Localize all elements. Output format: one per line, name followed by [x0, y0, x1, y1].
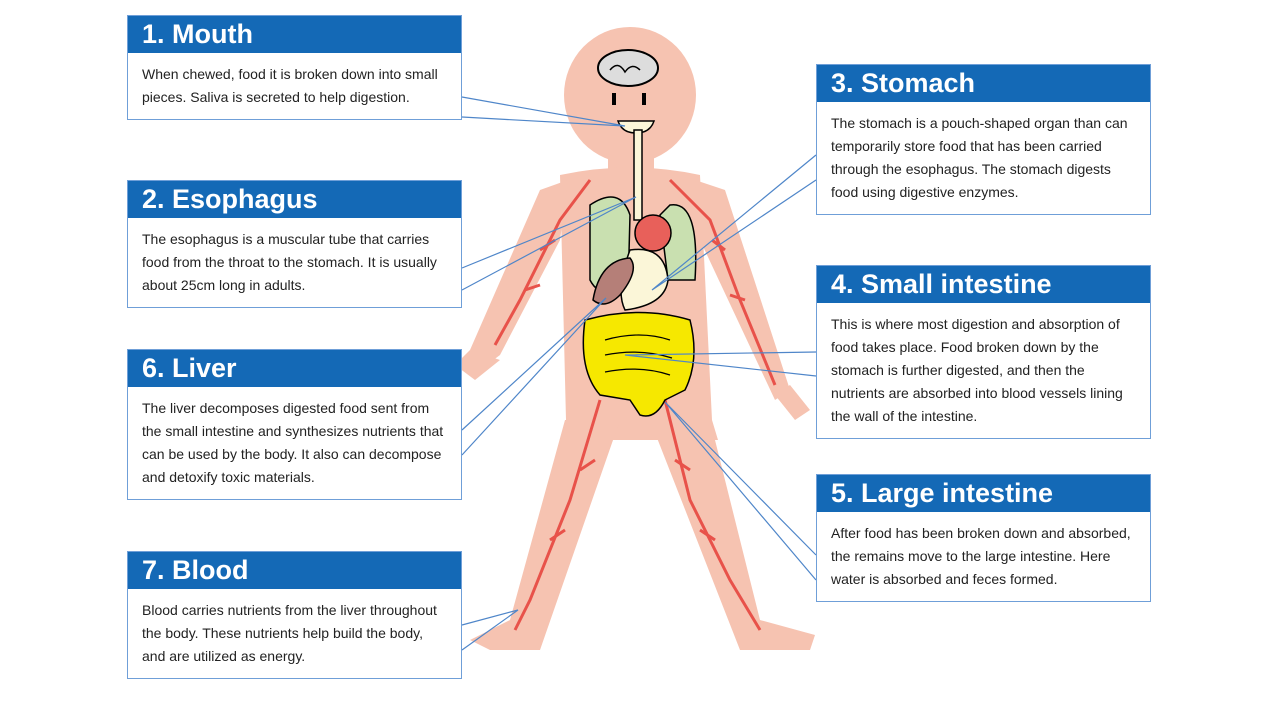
- esophagus-info-box: 2. Esophagus The esophagus is a muscular…: [127, 180, 462, 308]
- small-intestine-info-box: 4. Small intestine This is where most di…: [816, 265, 1151, 439]
- heart: [634, 214, 672, 252]
- box-title: 4. Small intestine: [817, 266, 1150, 303]
- large-intestine-info-box: 5. Large intestine After food has been b…: [816, 474, 1151, 602]
- box-text: After food has been broken down and abso…: [831, 525, 1131, 587]
- liver: [592, 257, 635, 305]
- box-text: Blood carries nutrients from the liver t…: [142, 602, 437, 664]
- box-text: The liver decomposes digested food sent …: [142, 400, 444, 485]
- stomach-info-box: 3. Stomach The stomach is a pouch-shaped…: [816, 64, 1151, 215]
- box-title: 1. Mouth: [128, 16, 461, 53]
- box-text: When chewed, food it is broken down into…: [142, 66, 438, 105]
- box-text: The esophagus is a muscular tube that ca…: [142, 231, 437, 293]
- box-text: The stomach is a pouch-shaped organ than…: [831, 115, 1128, 200]
- brain-icon: [597, 49, 659, 87]
- box-title: 7. Blood: [128, 552, 461, 589]
- box-title: 6. Liver: [128, 350, 461, 387]
- box-title: 2. Esophagus: [128, 181, 461, 218]
- blood-vessels: [493, 178, 777, 631]
- box-title: 5. Large intestine: [817, 475, 1150, 512]
- esophagus: [633, 129, 643, 221]
- blood-info-box: 7. Blood Blood carries nutrients from th…: [127, 551, 462, 679]
- mouth-info-box: 1. Mouth When chewed, food it is broken …: [127, 15, 462, 120]
- callout-lines: [461, 96, 817, 651]
- box-title: 3. Stomach: [817, 65, 1150, 102]
- box-text: This is where most digestion and absorpt…: [831, 316, 1123, 424]
- liver-info-box: 6. Liver The liver decomposes digested f…: [127, 349, 462, 500]
